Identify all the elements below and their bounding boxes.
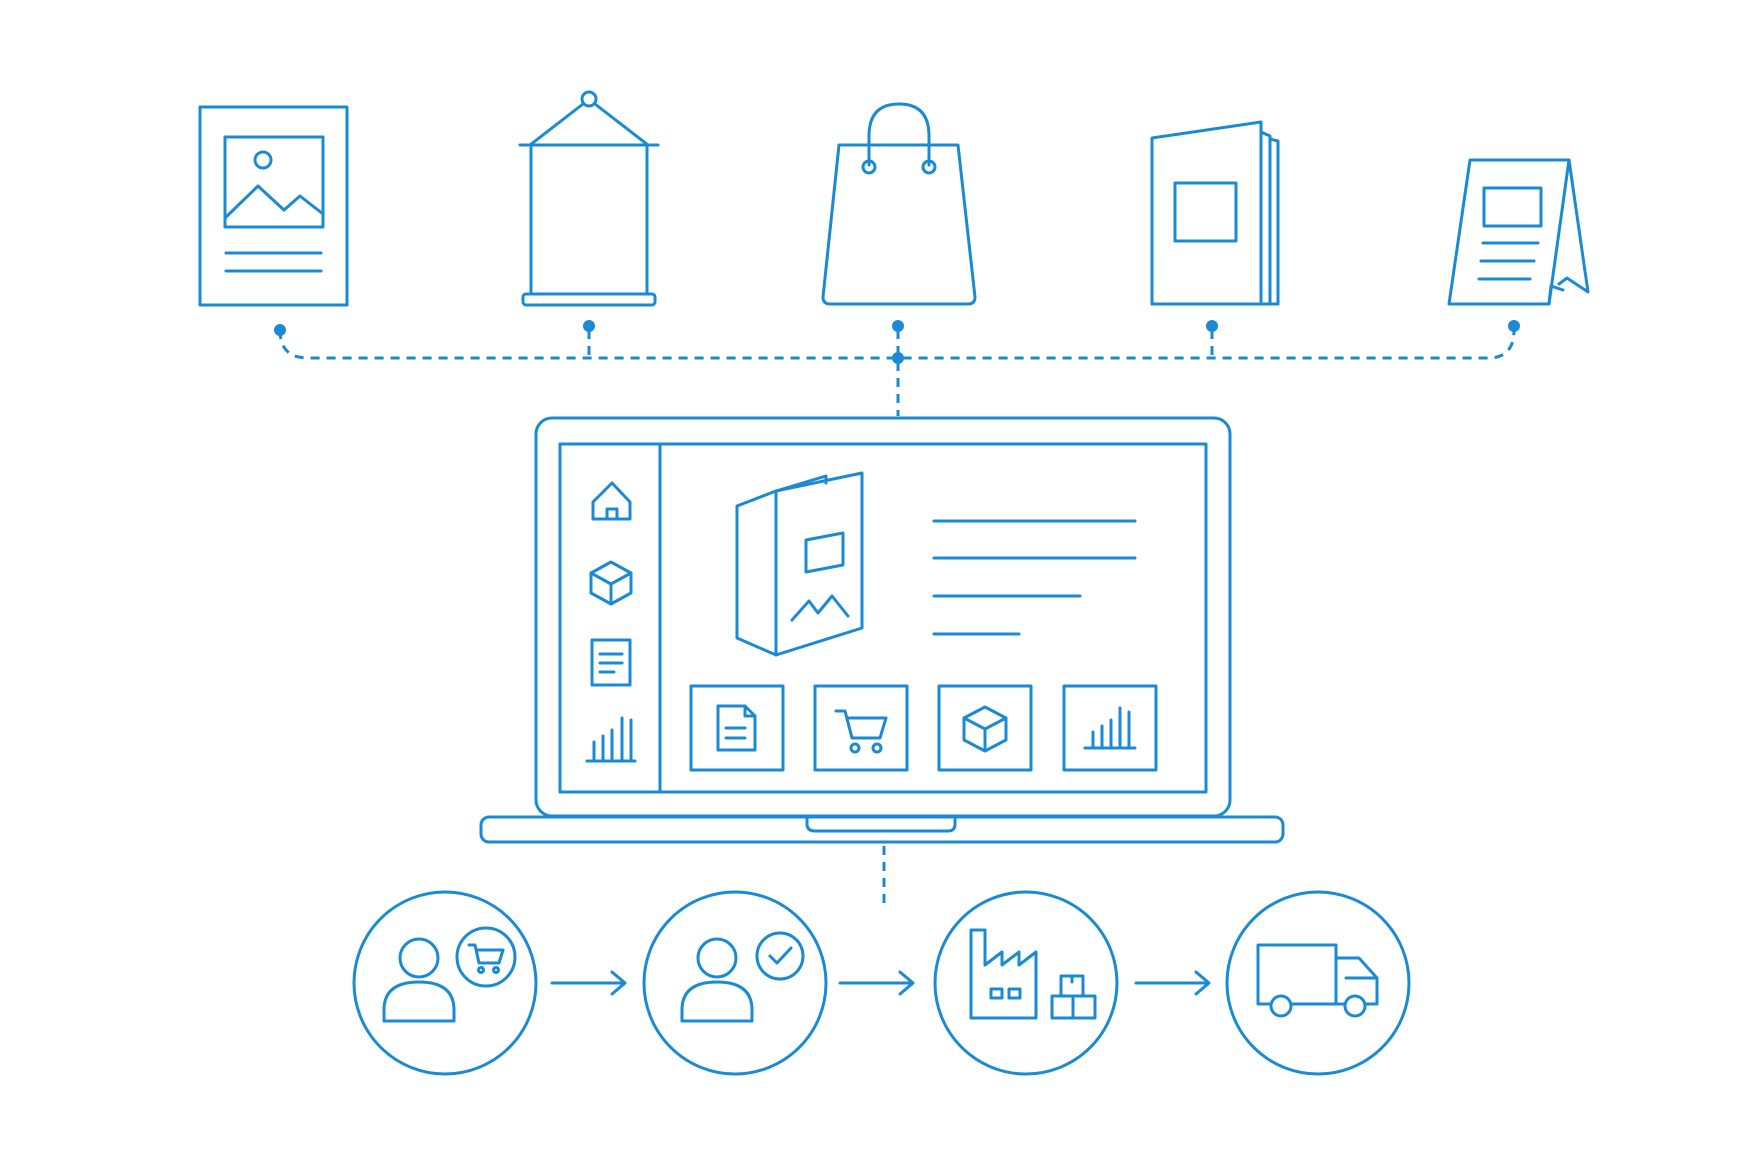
connector-dot bbox=[1206, 320, 1218, 332]
laptop-lid bbox=[534, 416, 1232, 818]
top-connector-lines bbox=[274, 320, 1520, 416]
tile-box[interactable] bbox=[937, 684, 1033, 772]
hanging-banner-icon bbox=[518, 90, 660, 307]
laptop-trackpad-notch bbox=[805, 815, 957, 833]
document-icon bbox=[716, 704, 757, 752]
tile-bar-chart[interactable] bbox=[1062, 684, 1158, 772]
customer-approved-icon bbox=[680, 931, 805, 1023]
connector-dot bbox=[274, 324, 286, 336]
bar-chart-icon bbox=[1083, 706, 1137, 750]
connector-dashed-line bbox=[278, 329, 1516, 360]
factory-icon bbox=[969, 928, 1097, 1020]
product-description-lines bbox=[932, 519, 1137, 636]
bar-chart-icon[interactable] bbox=[585, 716, 637, 763]
folder-product-icon bbox=[735, 471, 864, 657]
laptop-base bbox=[479, 815, 1285, 844]
tile-document[interactable] bbox=[689, 684, 785, 772]
connector-dot bbox=[892, 352, 904, 364]
arrow-icon bbox=[838, 970, 915, 996]
brochure-icon bbox=[1150, 120, 1280, 306]
workflow-step-production bbox=[933, 890, 1119, 1076]
shopping-bag-icon bbox=[821, 102, 977, 306]
delivery-truck-icon bbox=[1256, 943, 1379, 1018]
box-icon[interactable] bbox=[589, 560, 633, 606]
table-tent-icon bbox=[1447, 158, 1590, 306]
workflow-step-customer-approved bbox=[642, 890, 828, 1076]
laptop-screen bbox=[558, 442, 1208, 794]
tile-cart[interactable] bbox=[813, 684, 909, 772]
connector-dot bbox=[583, 320, 595, 332]
arrow-icon bbox=[550, 970, 627, 996]
home-icon[interactable] bbox=[591, 481, 632, 521]
document-icon[interactable] bbox=[590, 638, 632, 687]
workflow-step-customer-order bbox=[352, 890, 538, 1076]
connector-dot bbox=[892, 320, 904, 332]
connector-dot bbox=[1508, 320, 1520, 332]
customer-order-icon bbox=[382, 926, 517, 1023]
cart-icon bbox=[834, 709, 888, 754]
laptop bbox=[479, 416, 1285, 844]
poster-icon bbox=[198, 105, 349, 307]
workflow-step-delivery bbox=[1225, 890, 1411, 1076]
arrow-icon bbox=[1134, 970, 1211, 996]
box-icon bbox=[962, 705, 1008, 753]
